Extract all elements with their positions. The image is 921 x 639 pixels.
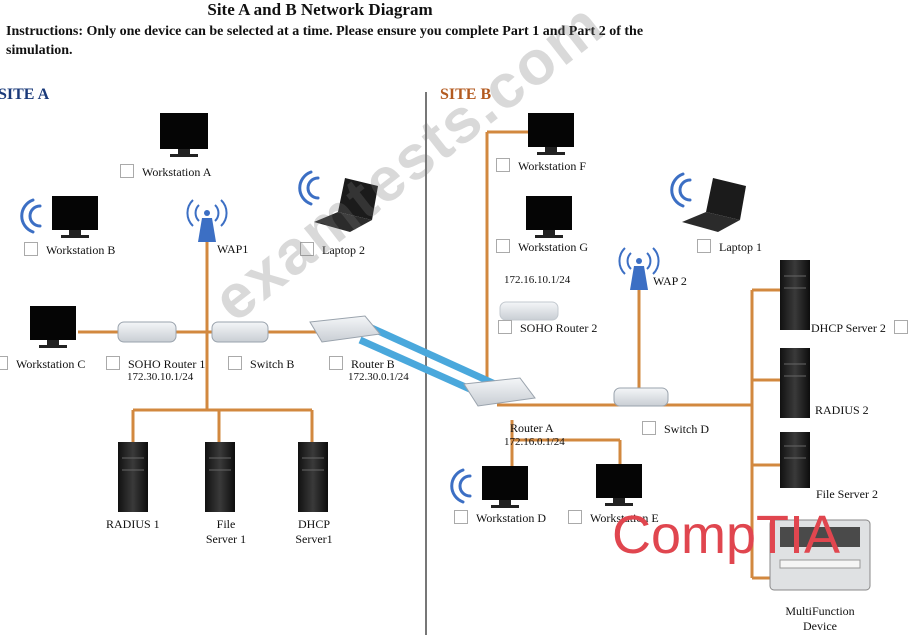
radius-2-server-icon (780, 348, 810, 418)
workstation-c-checkbox[interactable] (0, 356, 8, 370)
router-a-ip: 172.16.0.1/24 (504, 436, 565, 448)
router-a-icon (463, 377, 536, 407)
dhcp-server-2-label[interactable]: DHCP Server 2 (811, 320, 908, 336)
workstation-f-label[interactable]: Workstation F (496, 158, 586, 174)
soho-router-1-icon (117, 321, 177, 343)
workstation-g-ip: 172.16.10.1/24 (504, 274, 571, 286)
soho-router-1-checkbox[interactable] (106, 356, 120, 370)
workstation-g-label[interactable]: Workstation G (496, 239, 588, 255)
wap1-label: WAP1 (217, 242, 249, 256)
radius-1-server-icon (118, 442, 148, 512)
radius-1-label[interactable]: RADIUS 1 (106, 517, 160, 531)
router-a-label[interactable]: Router A (510, 421, 554, 435)
wap2-icon (618, 247, 660, 290)
instructions: Instructions: Only one device can be sel… (6, 24, 644, 58)
laptop-1-label[interactable]: Laptop 1 (697, 239, 762, 255)
switch-b-icon (211, 321, 269, 343)
dhcp-server-1-icon (298, 442, 328, 512)
monitor-workstation-g-icon (526, 196, 572, 238)
file-server-1-icon (205, 442, 235, 512)
site-b-label: SITE B (440, 86, 492, 103)
comptia-logo: CompTIA (612, 505, 841, 565)
workstation-d-checkbox[interactable] (454, 510, 468, 524)
monitor-workstation-d-icon (482, 466, 528, 508)
monitor-workstation-e-icon (596, 464, 642, 506)
workstation-a-label[interactable]: Workstation A (120, 164, 211, 180)
site-b-links (485, 130, 780, 580)
dhcp-server-2-checkbox[interactable] (893, 320, 908, 334)
router-b-icon (309, 315, 381, 343)
wireless-icon-workstation-d (450, 468, 472, 504)
switch-b-checkbox[interactable] (228, 356, 242, 370)
multifunction-device-icon (769, 519, 871, 591)
monitor-workstation-c-icon (30, 306, 76, 348)
wap1-icon (186, 199, 228, 242)
workstation-e-checkbox[interactable] (568, 510, 582, 524)
soho-router-2-checkbox[interactable] (498, 320, 512, 334)
soho-router-1-ip: 172.30.10.1/24 (127, 371, 194, 383)
router-b-checkbox[interactable] (329, 356, 343, 370)
monitor-workstation-a-icon (160, 113, 208, 157)
switch-d-label[interactable]: Switch D (642, 421, 709, 437)
site-a-label: SITE A (0, 86, 50, 103)
workstation-e-label[interactable]: Workstation E (568, 510, 659, 526)
wireless-icon-laptop-1 (670, 172, 692, 208)
monitor-workstation-b-icon (52, 196, 98, 238)
wap2-label: WAP 2 (653, 274, 687, 288)
laptop-2-icon (314, 178, 378, 232)
laptop-1-icon (682, 178, 746, 232)
wireless-icon-laptop-2 (298, 170, 320, 206)
laptop-2-label[interactable]: Laptop 2 (300, 242, 365, 258)
workstation-c-label[interactable]: Workstation C (0, 356, 85, 372)
wireless-icon-workstation-b (20, 198, 42, 234)
radius-2-label[interactable]: RADIUS 2 (815, 403, 869, 417)
soho-router-2-icon (499, 301, 559, 321)
workstation-d-label[interactable]: Workstation D (454, 510, 546, 526)
monitor-workstation-f-icon (528, 113, 574, 155)
router-b-ip: 172.30.0.1/24 (348, 371, 409, 383)
switch-d-checkbox[interactable] (642, 421, 656, 435)
file-server-2-icon (780, 432, 810, 488)
router-b-label[interactable]: Router B (329, 356, 395, 372)
switch-d-icon (613, 387, 669, 407)
soho-router-1-label[interactable]: SOHO Router 1 (106, 356, 205, 372)
workstation-b-checkbox[interactable] (24, 242, 38, 256)
soho-router-2-label[interactable]: SOHO Router 2 (498, 320, 597, 336)
workstation-f-checkbox[interactable] (496, 158, 510, 172)
file-server-2-label[interactable]: File Server 2 (816, 487, 878, 501)
laptop-1-checkbox[interactable] (697, 239, 711, 253)
laptop-2-checkbox[interactable] (300, 242, 314, 256)
workstation-b-label[interactable]: Workstation B (24, 242, 115, 258)
switch-b-label[interactable]: Switch B (228, 356, 294, 372)
workstation-g-checkbox[interactable] (496, 239, 510, 253)
dhcp-server-2-icon (780, 260, 810, 330)
workstation-a-checkbox[interactable] (120, 164, 134, 178)
page-title: Site A and B Network Diagram (207, 0, 433, 19)
